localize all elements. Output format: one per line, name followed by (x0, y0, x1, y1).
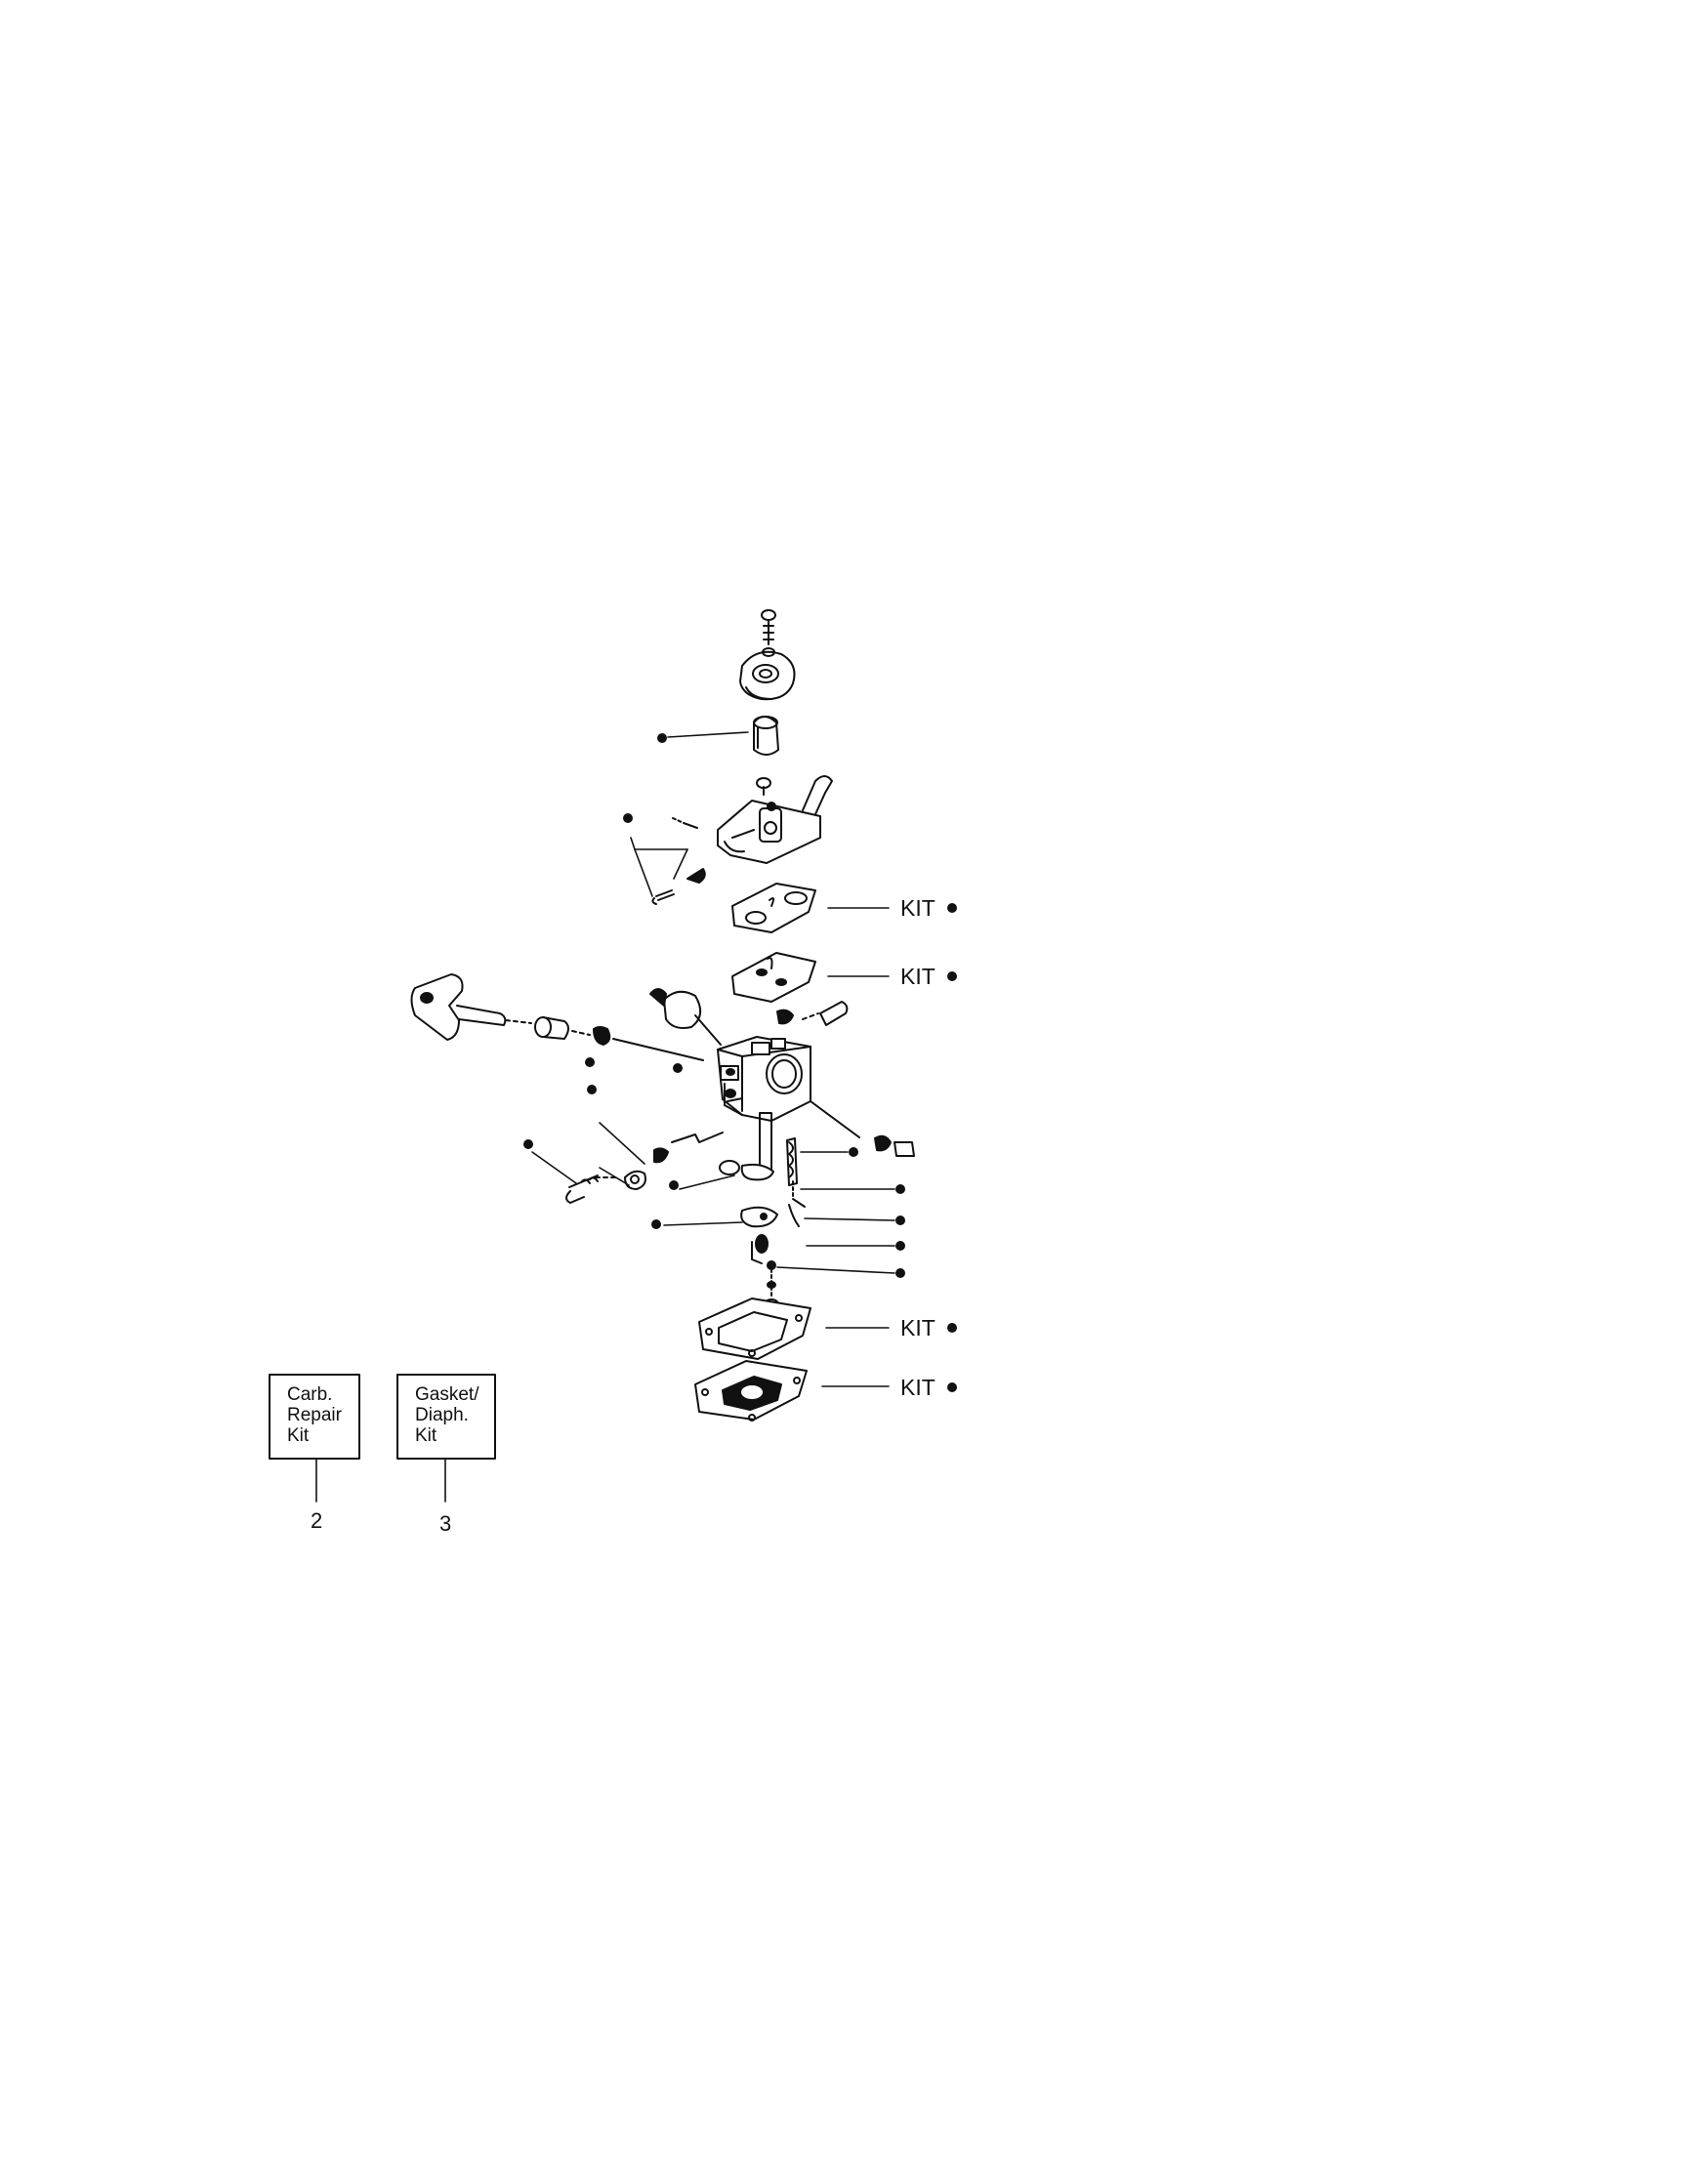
carburetor-body (717, 1036, 811, 1178)
callout-dot (947, 971, 957, 981)
pump-cover-plate (739, 647, 796, 701)
callout-dot (895, 1268, 905, 1278)
pump-diaphragm (731, 952, 816, 1003)
callout-dot (651, 1219, 661, 1229)
gasket-diaph-kit-ref: 3 (439, 1511, 452, 1536)
callout-dot (623, 813, 633, 823)
metering-gasket (698, 1298, 811, 1360)
carb-repair-kit-ref: 2 (311, 1508, 323, 1533)
callout-dot (895, 1184, 905, 1194)
callout-dot (895, 1241, 905, 1251)
callout-dot (669, 1180, 679, 1190)
gasket-diaph-kit-label: Gasket/ Diaph. Kit (415, 1384, 479, 1446)
needle-and-spring (651, 817, 706, 905)
top-screw (761, 609, 776, 645)
throttle-plate (649, 988, 722, 1046)
callout-dot (947, 1382, 957, 1392)
pump-body (717, 775, 833, 864)
throttle-bushing (534, 1016, 704, 1061)
callout-dot (657, 733, 667, 743)
callout-dot (523, 1139, 533, 1149)
throttle-lever (410, 973, 532, 1041)
callout-dot (587, 1085, 597, 1094)
inlet-needle-group (719, 1137, 806, 1310)
kit-label: KIT (900, 1375, 936, 1400)
gasket-diaph-kit-box (396, 1374, 496, 1460)
metering-diaphragm (694, 1360, 808, 1422)
callout-dots (523, 733, 957, 1392)
callout-dot (947, 1323, 957, 1333)
metering-spring (776, 1001, 849, 1026)
callout-dot (947, 903, 957, 913)
mixture-needle-high (565, 1132, 724, 1204)
carb-repair-kit-box (269, 1374, 360, 1460)
kit-label: KIT (900, 1315, 936, 1340)
callout-dot (673, 1063, 683, 1073)
fuel-filter (753, 716, 779, 756)
callout-dot (849, 1147, 858, 1157)
leader-lines (315, 731, 895, 1503)
callout-dot (895, 1216, 905, 1225)
kit-label: KIT (900, 964, 936, 989)
pump-gasket (731, 883, 816, 933)
callout-dot (585, 1057, 595, 1067)
idle-screw (810, 1100, 915, 1157)
carb-repair-kit-label: Carb. Repair Kit (287, 1384, 342, 1446)
kit-label: KIT (900, 895, 936, 921)
